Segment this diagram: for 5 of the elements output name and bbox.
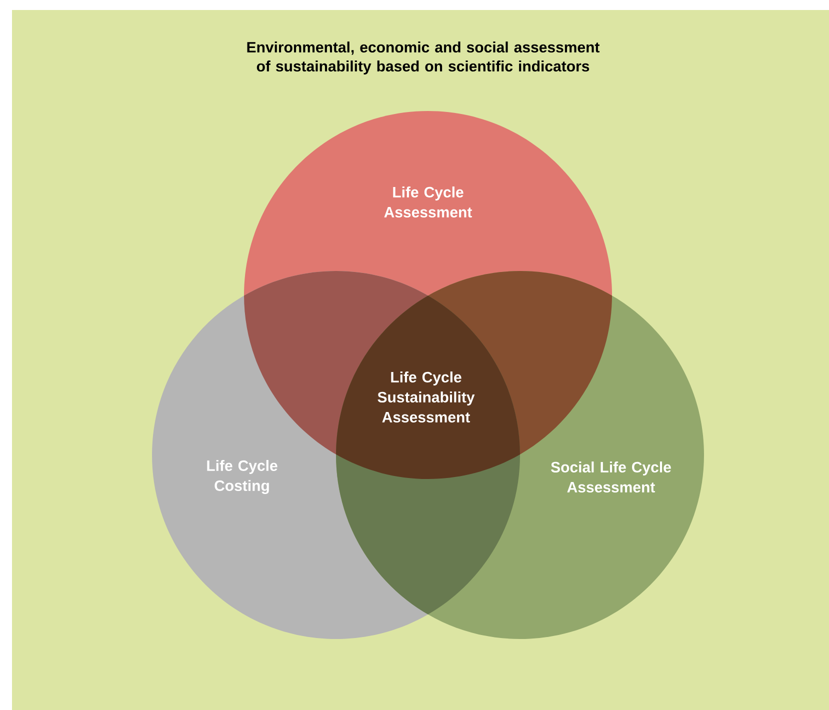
venn-label: Life Cycle Assessment xyxy=(384,186,472,218)
venn-label: Life Cycle Costing xyxy=(207,460,278,494)
venn-label: Social Life Cycle Assessment xyxy=(551,462,671,492)
venn-label: Life Cycle Sustainability Assessment xyxy=(378,372,475,422)
diagram-title: Environmental, economic and social assessment of sustainability based on scientific indicators xyxy=(247,42,600,75)
